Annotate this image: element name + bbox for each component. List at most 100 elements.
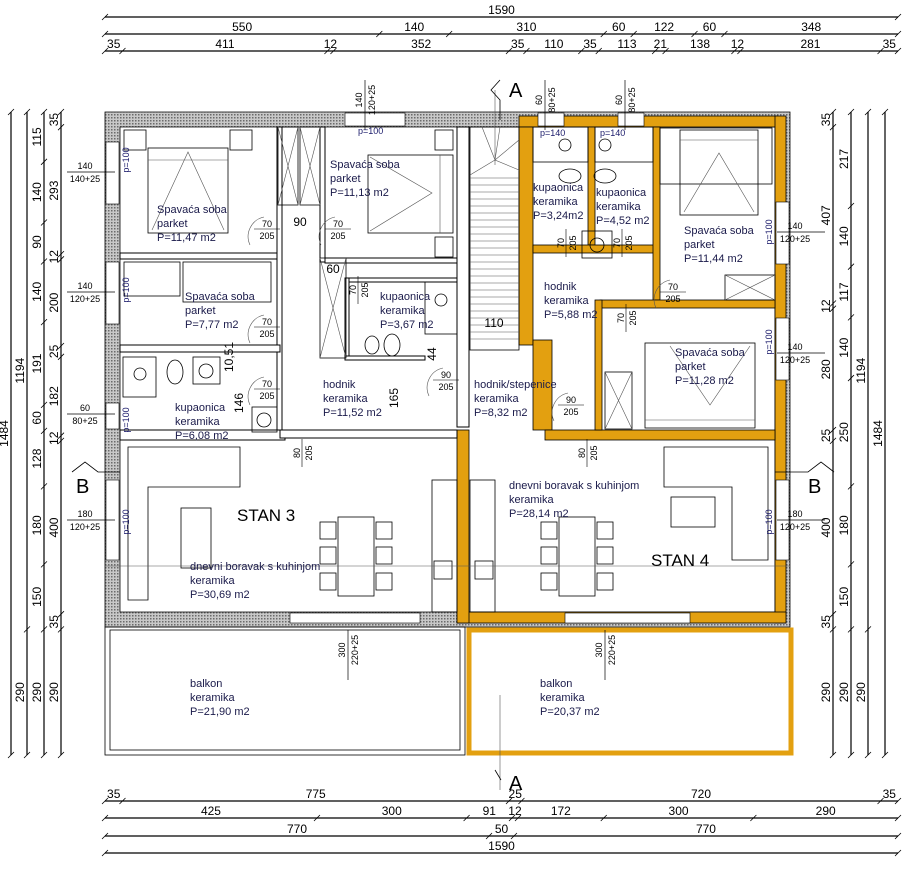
dimension-tick <box>57 108 65 116</box>
inner-dimension: 110 <box>484 316 503 330</box>
dimension-value: 182 <box>47 386 61 406</box>
dimension-tick <box>101 832 109 840</box>
window-height: 220+25 <box>607 635 617 665</box>
section-b-right: B <box>808 476 821 498</box>
door-swing <box>247 216 265 246</box>
window-width: 60 <box>80 403 90 413</box>
door-swing <box>551 392 569 422</box>
dimension-tick <box>57 437 65 445</box>
wall <box>119 344 281 353</box>
wall <box>319 126 326 263</box>
window-width: 300 <box>594 642 604 657</box>
dimension-value: 25 <box>47 344 61 358</box>
dimension-tick <box>847 751 855 759</box>
dimension-tick <box>505 47 513 55</box>
dimension-value: 115 <box>30 127 44 146</box>
dimension-value: 290 <box>819 682 833 702</box>
dimension-tick <box>595 47 603 55</box>
door-width: 90 <box>441 370 451 380</box>
dimension-tick <box>864 626 872 633</box>
dimension-value: 90 <box>30 235 44 249</box>
room-floor: parket <box>185 305 216 317</box>
dimension-value: 180 <box>30 515 44 535</box>
dimension-value: 12 <box>324 37 338 51</box>
dimension-value: 1194 <box>854 357 868 383</box>
door-height: 205 <box>438 382 453 392</box>
dimension-value: 172 <box>551 804 571 818</box>
stan4-wall-stair <box>518 126 534 346</box>
dimension-tick <box>508 814 516 822</box>
room-area: P=28,14 m2 <box>509 508 569 520</box>
window-right-1 <box>775 201 790 265</box>
dimension-tick <box>881 751 889 759</box>
door-swing <box>318 216 336 246</box>
section-a-bottom: A <box>509 773 523 795</box>
room-name: balkon <box>540 678 572 690</box>
room-area: P=3,67 m2 <box>380 319 434 331</box>
dimension-tick <box>514 814 522 822</box>
window-width: 140 <box>77 161 92 171</box>
window-height: 80+25 <box>547 87 557 112</box>
wall <box>456 126 470 428</box>
wall <box>119 252 281 260</box>
dimension-tick <box>600 814 608 822</box>
dimension-value: 180 <box>837 515 851 535</box>
dimension-value: 138 <box>690 37 710 51</box>
dimension-tick <box>731 47 738 55</box>
door-swing <box>426 367 444 397</box>
window-width: 140 <box>787 221 802 231</box>
door-swing <box>247 376 265 406</box>
room-name: Spavaća soba <box>157 204 228 216</box>
parapet-height: p=100 <box>358 126 383 136</box>
door-width: 70 <box>556 238 566 248</box>
dimension-value: 113 <box>617 37 636 51</box>
dimension-tick <box>23 751 31 759</box>
room-floor: keramika <box>190 692 236 704</box>
dimension-tick <box>510 832 518 840</box>
door-width: 70 <box>348 285 358 295</box>
parapet-height: p=140 <box>600 128 625 138</box>
dimension-tick <box>864 108 872 116</box>
staircase <box>469 90 520 351</box>
dimension-tick <box>600 30 608 38</box>
room-area: P=7,77 m2 <box>185 319 239 331</box>
room-floor: keramika <box>540 692 586 704</box>
apartment-stan3-label: STAN 3 <box>237 506 295 525</box>
window-height: 120+25 <box>780 355 810 365</box>
dimension-value: 1194 <box>13 357 27 383</box>
dimension-tick <box>505 797 513 805</box>
dimension-tick <box>847 263 855 270</box>
dimension-tick <box>40 318 48 326</box>
dimension-tick <box>829 108 837 116</box>
dimension-tick <box>40 401 48 409</box>
dimension-value: 35 <box>883 37 897 51</box>
room-floor: parket <box>675 361 706 373</box>
dimension-tick <box>40 258 48 265</box>
door-width: 90 <box>566 395 576 405</box>
stan4-wall-bath <box>587 126 596 246</box>
stan4-wall-left <box>456 429 470 624</box>
section-markers: A A B B <box>71 79 835 795</box>
dimension-tick <box>57 342 65 350</box>
dimension-tick <box>330 47 337 55</box>
room-name: kupaonica <box>175 402 226 414</box>
dimension-tick <box>119 47 126 55</box>
dimension-tick <box>662 47 669 55</box>
room-area: P=11,28 m2 <box>675 375 734 387</box>
dimension-tick <box>57 751 65 759</box>
section-a-top: A <box>509 80 523 102</box>
window-height: 80+25 <box>627 87 637 112</box>
stan4-wall-stair-jog <box>532 339 553 431</box>
dimension-value: 200 <box>47 292 61 312</box>
dimension-tick <box>829 300 837 307</box>
dimension-tick <box>40 108 48 116</box>
